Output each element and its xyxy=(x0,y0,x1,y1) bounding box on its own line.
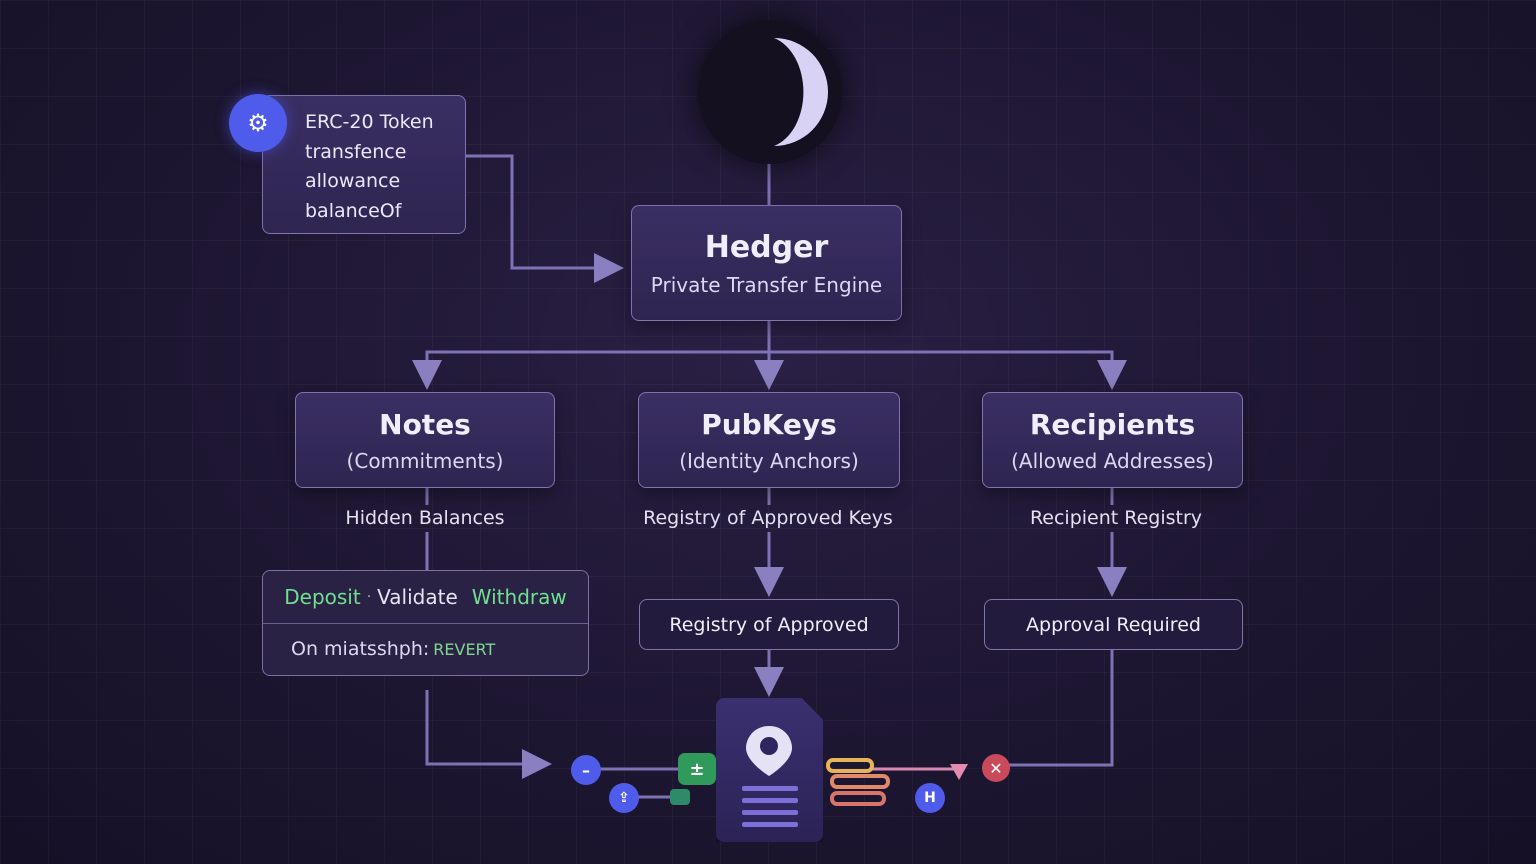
notes-subtitle: (Commitments) xyxy=(347,449,504,473)
hedger-node: Hedger Private Transfer Engine xyxy=(631,205,902,321)
notes-title: Notes xyxy=(379,408,471,441)
pubkeys-node: PubKeys (Identity Anchors) xyxy=(638,392,900,488)
revert-label: REVERT xyxy=(433,640,495,659)
token-name: ERC-20 Token xyxy=(305,108,465,138)
reject-icon: ✕ xyxy=(982,754,1010,782)
hedger-title: Hedger xyxy=(705,230,829,265)
connector-block-icon xyxy=(670,789,690,805)
validate-step: Validate xyxy=(377,585,458,609)
hedger-subtitle: Private Transfer Engine xyxy=(651,273,882,297)
moon-logo-icon xyxy=(698,20,842,164)
recipients-title: Recipients xyxy=(1030,408,1195,441)
mismatch-row: On miatsshph: REVERT xyxy=(263,624,588,674)
step-separator: · xyxy=(367,589,371,605)
recipients-node: Recipients (Allowed Addresses) xyxy=(982,392,1243,488)
recipients-caption: Recipient Registry xyxy=(982,507,1250,529)
approval-required-pill: Approval Required xyxy=(984,599,1243,650)
token-method-allowance: allowance xyxy=(305,167,465,197)
document-icon xyxy=(716,698,823,842)
mismatch-label: On miatsshph: xyxy=(291,638,429,660)
withdraw-step: Withdraw xyxy=(472,585,567,609)
recipients-subtitle: (Allowed Addresses) xyxy=(1011,449,1214,473)
token-method-transfer: transfence xyxy=(305,138,465,168)
pubkeys-subtitle: (Identity Anchors) xyxy=(679,449,859,473)
pubkeys-title: PubKeys xyxy=(701,408,837,441)
token-icon: ⚙ xyxy=(229,94,287,152)
upload-icon: ⇪ xyxy=(609,783,639,813)
key-icon: – xyxy=(571,755,601,785)
pubkeys-registry-pill: Registry of Approved xyxy=(639,599,899,650)
token-method-balanceof: balanceOf xyxy=(305,197,465,227)
deposit-flow-card: Deposit · Validate Withdraw On miatsshph… xyxy=(262,570,589,676)
hash-icon: H xyxy=(915,783,945,813)
deposit-flow-steps: Deposit · Validate Withdraw xyxy=(263,571,588,624)
notes-caption: Hidden Balances xyxy=(295,507,555,529)
plus-minus-icon: ± xyxy=(678,753,716,785)
deposit-step: Deposit xyxy=(284,585,360,609)
pubkeys-caption: Registry of Approved Keys xyxy=(618,507,918,529)
erc20-token-card: ERC-20 Token transfence allowance balanc… xyxy=(262,95,466,234)
notes-node: Notes (Commitments) xyxy=(295,392,555,488)
